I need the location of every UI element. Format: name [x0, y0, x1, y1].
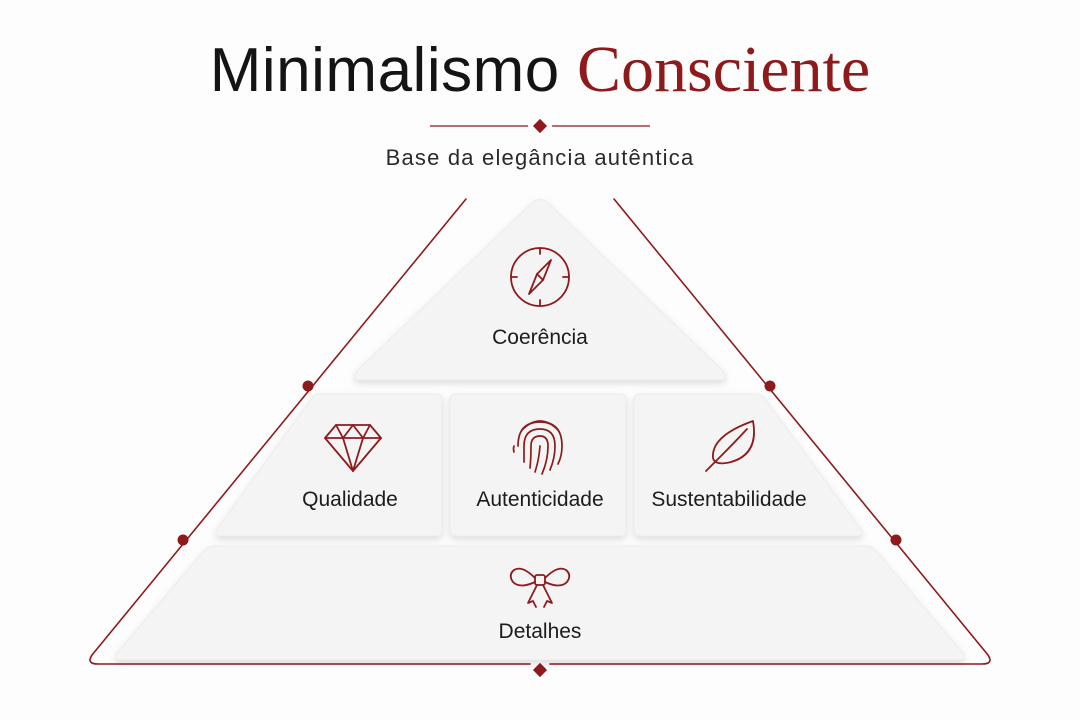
- tier-middle-card-quality: [215, 393, 443, 537]
- tier-label-quality: Qualidade: [302, 488, 398, 511]
- leaf-icon: [705, 420, 755, 472]
- subtitle: Base da elegância autêntica: [385, 145, 695, 170]
- bow-icon: [509, 567, 571, 608]
- side-dot: [764, 380, 776, 392]
- page-title: Minimalismo Consciente: [0, 30, 1080, 111]
- fingerprint-icon: [512, 420, 563, 475]
- tier-bottom-card: [115, 545, 965, 661]
- side-dot: [302, 380, 314, 392]
- pyramid-outline: [89, 198, 991, 665]
- base-diamond-ornament: [532, 662, 548, 678]
- tier-middle-card-sustainability: [633, 393, 863, 537]
- title-divider: [430, 118, 650, 134]
- tier-label-authenticity: Autenticidade: [476, 488, 604, 511]
- compass-icon: [510, 247, 570, 307]
- tier-top-card: [354, 199, 726, 381]
- side-dot: [177, 534, 189, 546]
- tier-label-sustainability: Sustentabilidade: [651, 488, 807, 511]
- tier-middle-card-authenticity: [449, 393, 627, 537]
- title-accent: Consciente: [576, 33, 871, 106]
- tier-label-coherence: Coerência: [492, 326, 588, 349]
- tier-label-details: Detalhes: [498, 620, 582, 643]
- side-dot: [890, 534, 902, 546]
- title-main: Minimalismo: [209, 36, 560, 105]
- diamond-icon: [324, 424, 382, 472]
